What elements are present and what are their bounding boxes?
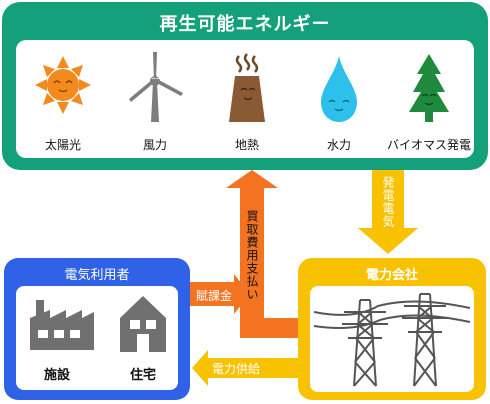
purchase-arrow-label: 買取費用支払い <box>245 210 259 301</box>
levy-arrow-label: 賦課金 <box>196 289 233 303</box>
renewable-energy-box: 再生可能エネルギー 太陽光 <box>2 2 488 170</box>
renewable-title: 再生可能エネルギー <box>159 14 331 35</box>
generation-arrow <box>358 170 418 254</box>
generation-arrow-label: 発電電気 <box>381 176 395 228</box>
supply-arrow <box>192 350 298 386</box>
factory-icon <box>30 300 94 350</box>
water-drop-icon <box>321 56 357 122</box>
sun-icon <box>35 56 91 114</box>
renewable-sources-panel: 太陽光 風力 地熱 <box>16 40 474 158</box>
consumer-box: 電気利用者 施設 住宅 <box>4 258 190 400</box>
geothermal-icon <box>229 53 265 122</box>
source-hydro: 水力 <box>294 52 384 156</box>
source-label: 太陽光 <box>44 138 81 152</box>
house-icon <box>120 296 166 352</box>
power-pylon-icon <box>314 293 470 387</box>
purchase-arrow <box>226 170 298 338</box>
wind-turbine-icon <box>129 52 183 122</box>
levy-arrow <box>190 274 250 314</box>
power-company-box: 電力会社 <box>298 258 486 400</box>
consumer-facility-label: 施設 <box>44 368 71 383</box>
tree-icon <box>409 54 449 122</box>
source-label: 水力 <box>326 138 351 152</box>
source-label: 地熱 <box>234 138 259 152</box>
source-solar: 太陽光 <box>18 52 108 156</box>
source-geothermal: 地熱 <box>202 52 292 156</box>
source-biomass: バイオマス発電 <box>384 52 474 156</box>
company-title: 電力会社 <box>365 268 418 283</box>
consumer-panel: 施設 住宅 <box>16 286 178 390</box>
consumer-title: 電気利用者 <box>64 268 130 283</box>
source-label: 風力 <box>142 138 167 152</box>
supply-arrow-label: 電力供給 <box>212 362 261 376</box>
consumer-house-label: 住宅 <box>130 368 157 383</box>
source-wind: 風力 <box>110 52 200 156</box>
source-label: バイオマス発電 <box>386 138 471 152</box>
company-panel <box>310 286 474 392</box>
